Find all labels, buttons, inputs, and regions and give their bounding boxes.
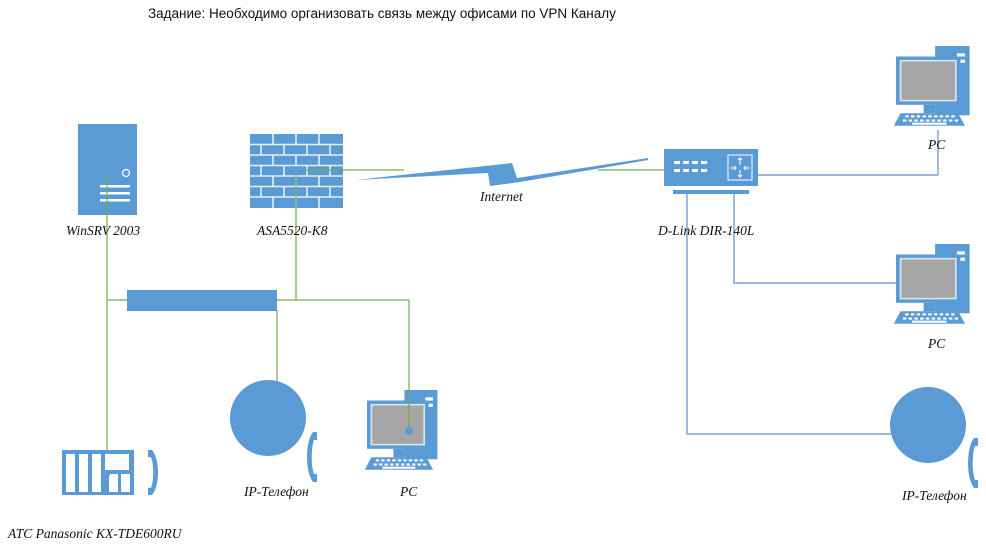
ip-phone-icon[interactable]: [890, 387, 978, 488]
switch-icon[interactable]: [127, 290, 277, 311]
link-router-pc-mid: [733, 190, 896, 284]
firewall-icon[interactable]: [250, 134, 343, 208]
pbx-icon[interactable]: [62, 450, 158, 495]
pc-right-top-label: PC: [928, 137, 946, 152]
connections-right: [686, 130, 939, 435]
router-icon[interactable]: [664, 149, 758, 194]
ip-phone-icon[interactable]: [230, 380, 317, 482]
ip-phone-left-label: IP-Телефон: [244, 484, 309, 499]
ip-phone-right-label: IP-Телефон: [902, 488, 967, 503]
pc-icon[interactable]: [892, 243, 971, 325]
pc-icon[interactable]: [892, 45, 971, 127]
pc-right-mid-label: PC: [928, 336, 946, 351]
link-router-phone: [686, 190, 892, 435]
pbx-label: АТС Panasonic KX-TDE600RU: [8, 526, 182, 541]
router-label: D-Link DIR-140L: [658, 223, 755, 238]
server-label: WinSRV 2003: [66, 223, 141, 238]
pc-left-label: PC: [400, 484, 418, 499]
internet-label: Internet: [480, 189, 523, 204]
lightning-link-icon: [356, 158, 648, 186]
server-icon[interactable]: [78, 124, 137, 215]
pc-icon[interactable]: [363, 389, 439, 471]
firewall-label: ASA5520-K8: [257, 223, 328, 238]
page-title: Задание: Необходимо организовать связь м…: [148, 6, 616, 21]
